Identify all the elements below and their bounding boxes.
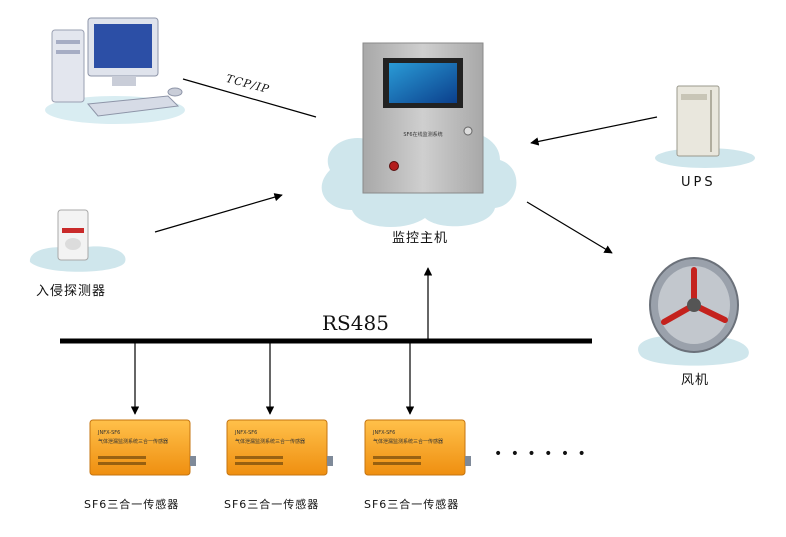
sensor-1-desc: 气体泄漏监测系统三合一传感器 bbox=[98, 438, 168, 445]
sensor-2-label: SF6三合一传感器 bbox=[224, 498, 320, 511]
computer-icon bbox=[45, 17, 185, 124]
more-sensors-ellipsis: • • • • • • bbox=[494, 446, 588, 462]
intrusion-arrow bbox=[154, 193, 283, 233]
ups-arrow bbox=[530, 116, 658, 146]
sensor-1-label: SF6三合一传感器 bbox=[84, 498, 180, 511]
sensor-3-desc: 气体泄漏监测系统三合一传感器 bbox=[373, 438, 443, 445]
sensor-2-model: JNFX-SF6 bbox=[234, 430, 257, 436]
intrusion-detector-icon bbox=[29, 209, 126, 272]
sensor-device-1: JNFX-SF6 气体泄漏监测系统三合一传感器 bbox=[89, 419, 196, 476]
intrusion-detector-label: 入侵探测器 bbox=[36, 284, 107, 299]
tcp-link-line bbox=[182, 78, 317, 118]
fan-label: 风机 bbox=[681, 373, 710, 388]
monitoring-host-icon: SF6在线监测系统 bbox=[321, 42, 517, 228]
sensor-2-desc: 气体泄漏监测系统三合一传感器 bbox=[235, 438, 305, 445]
sensor-device-2: JNFX-SF6 气体泄漏监测系统三合一传感器 bbox=[226, 419, 333, 476]
cabinet-panel-title: SF6在线监测系统 bbox=[403, 131, 442, 138]
fan-arrow bbox=[526, 201, 613, 254]
host-label: 监控主机 bbox=[392, 231, 449, 246]
rs485-label: RS485 bbox=[322, 311, 389, 335]
sensor-device-3: JNFX-SF6 气体泄漏监测系统三合一传感器 bbox=[364, 419, 471, 476]
sensor-1-model: JNFX-SF6 bbox=[97, 430, 120, 436]
ups-icon bbox=[655, 85, 755, 168]
ups-label: UPS bbox=[681, 175, 716, 190]
sensor-3-model: JNFX-SF6 bbox=[372, 430, 395, 436]
fan-icon bbox=[638, 257, 749, 366]
sensor-3-label: SF6三合一传感器 bbox=[364, 498, 460, 511]
